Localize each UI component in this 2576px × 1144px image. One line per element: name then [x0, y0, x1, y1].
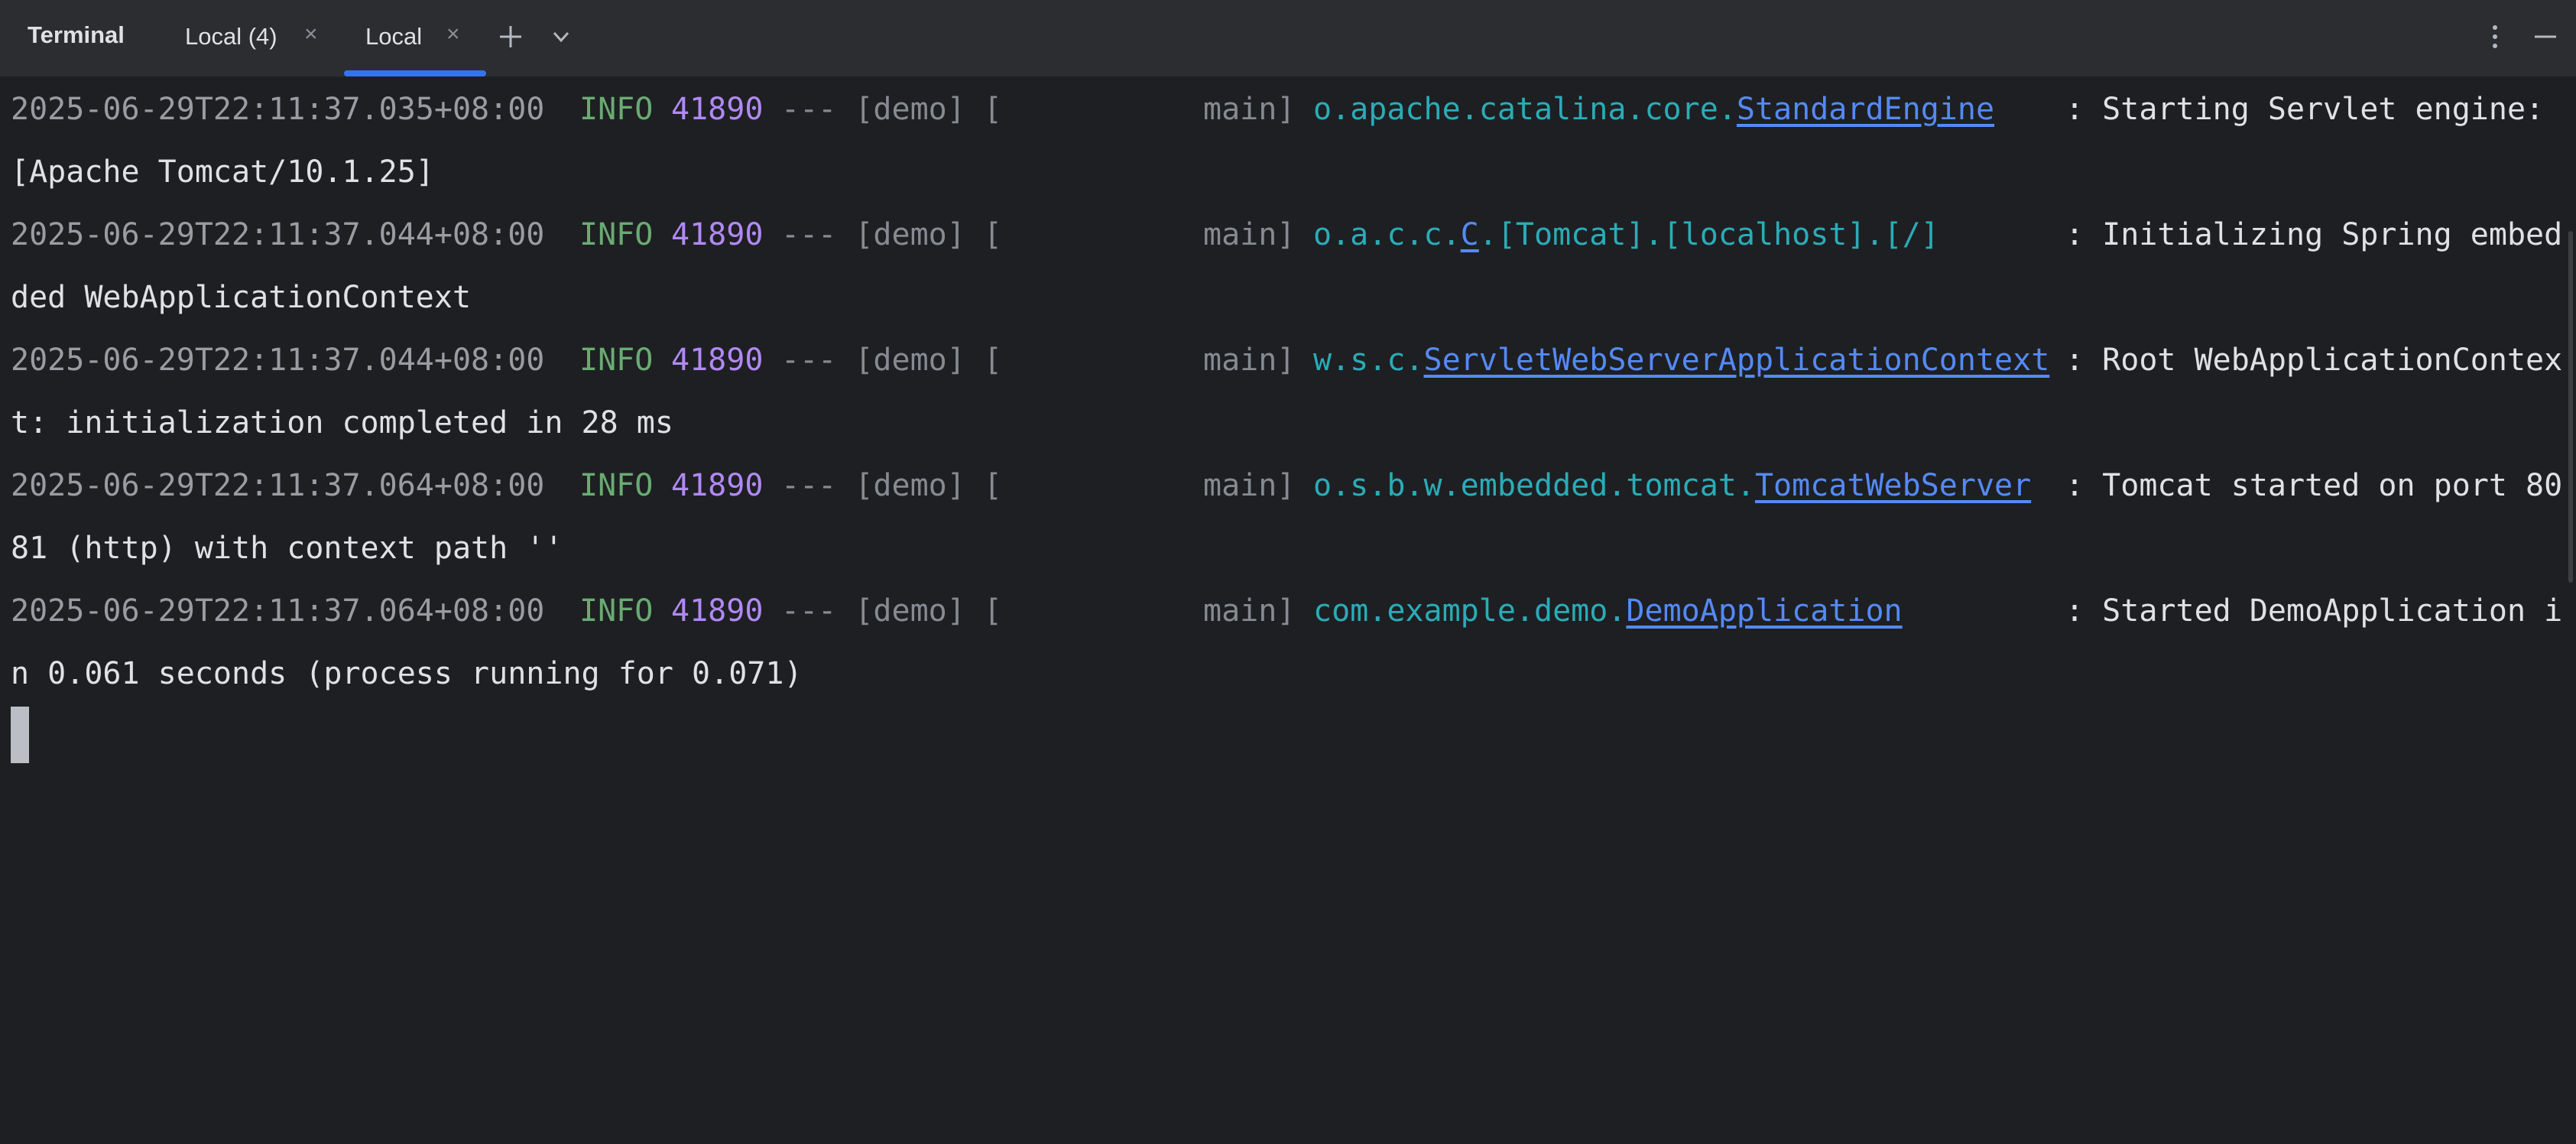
log-line: 2025-06-29T22:11:37.064+08:00 INFO 41890…	[11, 580, 2562, 642]
log-line-wrap: n 0.061 seconds (process running for 0.0…	[11, 656, 803, 691]
logger-link[interactable]: C	[1460, 217, 1479, 252]
logger-prefix: w.s.c.	[1313, 343, 1424, 378]
log-message: : Initializing Spring embed	[2065, 217, 2563, 252]
log-level: INFO	[579, 92, 654, 127]
log-line-wrap: t: initialization completed in 28 ms	[11, 405, 673, 440]
logger-prefix: o.a.c.c.	[1313, 217, 1461, 252]
logger-link[interactable]: ServletWebServerApplicationContext	[1423, 343, 2050, 378]
logger-prefix: com.example.demo.	[1313, 593, 1627, 629]
log-timestamp: 2025-06-29T22:11:37.064+08:00	[11, 468, 545, 503]
close-icon[interactable]: ×	[304, 21, 318, 47]
log-separator: --- [demo] [	[781, 468, 1002, 503]
log-message: : Starting Servlet engine:	[2065, 92, 2545, 127]
panel-title: Terminal	[28, 21, 125, 48]
logger-prefix: o.s.b.w.embedded.tomcat.	[1313, 468, 1755, 503]
log-separator: --- [demo] [	[781, 343, 1002, 378]
vertical-scrollbar[interactable]	[2568, 78, 2576, 762]
logger-link[interactable]: DemoApplication	[1626, 593, 1903, 629]
log-level: INFO	[579, 468, 654, 503]
log-separator: --- [demo] [	[781, 593, 1002, 629]
log-timestamp: 2025-06-29T22:11:37.064+08:00	[11, 593, 545, 629]
log-pid: 41890	[671, 217, 764, 252]
log-level: INFO	[579, 593, 654, 629]
log-level: INFO	[579, 217, 654, 252]
log-separator: --- [demo] [	[781, 217, 1002, 252]
scrollbar-thumb[interactable]	[2568, 231, 2573, 583]
log-thread: main]	[1203, 468, 1296, 503]
plus-icon[interactable]	[497, 23, 524, 54]
log-pid: 41890	[671, 468, 764, 503]
logger-suffix: .[Tomcat].[localhost].[/]	[1478, 217, 1939, 252]
log-thread: main]	[1203, 593, 1296, 629]
log-thread: main]	[1203, 92, 1296, 127]
log-pid: 41890	[671, 593, 764, 629]
log-timestamp: 2025-06-29T22:11:37.044+08:00	[11, 217, 545, 252]
log-message: : Tomcat started on port 80	[2065, 468, 2563, 503]
log-line-wrap: 81 (http) with context path ''	[11, 531, 563, 566]
log-line: 2025-06-29T22:11:37.044+08:00 INFO 41890…	[11, 329, 2562, 392]
log-logger: w.s.c.ServletWebServerApplicationContext	[1313, 329, 2049, 392]
tab-label: Local (4)	[185, 23, 277, 50]
log-logger: o.s.b.w.embedded.tomcat.TomcatWebServer	[1313, 454, 2031, 517]
tab-label: Local	[365, 23, 423, 50]
log-pid: 41890	[671, 92, 764, 127]
log-separator: --- [demo] [	[781, 92, 1002, 127]
logger-link[interactable]: StandardEngine	[1736, 92, 1995, 127]
terminal-cursor	[11, 707, 29, 763]
log-message: : Started DemoApplication i	[2065, 593, 2563, 629]
logger-prefix: o.apache.catalina.core.	[1313, 92, 1737, 127]
log-line: 2025-06-29T22:11:37.064+08:00 INFO 41890…	[11, 454, 2562, 517]
log-line-wrap: [Apache Tomcat/10.1.25]	[11, 154, 434, 190]
log-level: INFO	[579, 343, 654, 378]
terminal-output[interactable]: 2025-06-29T22:11:37.035+08:00 INFO 41890…	[0, 78, 2576, 763]
log-thread: main]	[1203, 343, 1296, 378]
minimize-icon[interactable]	[2532, 23, 2559, 54]
log-line: 2025-06-29T22:11:37.035+08:00 INFO 41890…	[11, 78, 2544, 141]
log-line-wrap: ded WebApplicationContext	[11, 280, 472, 315]
log-timestamp: 2025-06-29T22:11:37.044+08:00	[11, 343, 545, 378]
log-logger: o.a.c.c.C.[Tomcat].[localhost].[/]	[1313, 203, 1939, 266]
log-pid: 41890	[671, 343, 764, 378]
log-logger: o.apache.catalina.core.StandardEngine	[1313, 78, 1994, 141]
tab-local[interactable]: Local ×	[344, 0, 486, 76]
logger-link[interactable]: TomcatWebServer	[1754, 468, 2032, 503]
log-thread: main]	[1203, 217, 1296, 252]
log-line: 2025-06-29T22:11:37.044+08:00 INFO 41890…	[11, 203, 2562, 266]
close-icon[interactable]: ×	[446, 21, 460, 47]
active-tab-indicator	[344, 70, 486, 76]
log-logger: com.example.demo.DemoApplication	[1313, 580, 1903, 642]
more-vertical-icon[interactable]	[2486, 21, 2504, 56]
terminal-header: Terminal Local (4) × Local ×	[0, 0, 2576, 78]
tab-local-4[interactable]: Local (4) ×	[168, 0, 329, 76]
chevron-down-icon[interactable]	[550, 26, 572, 51]
log-message: : Root WebApplicationContex	[2065, 343, 2563, 378]
log-timestamp: 2025-06-29T22:11:37.035+08:00	[11, 92, 545, 127]
